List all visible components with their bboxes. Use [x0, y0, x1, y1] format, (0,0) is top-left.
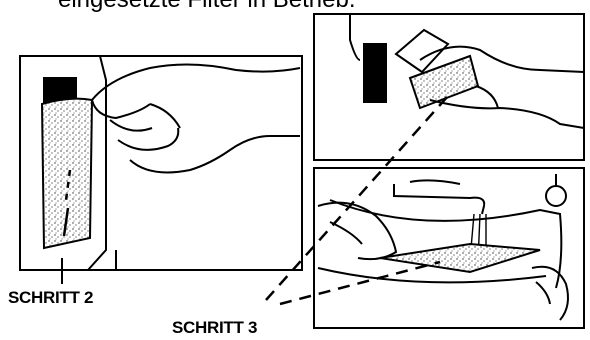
step3-label: SCHRITT 3	[172, 318, 257, 338]
step2-label: SCHRITT 2	[8, 288, 93, 308]
panel-step2	[20, 56, 302, 284]
hand-step3-bottom-right	[532, 267, 568, 320]
sink-basin	[330, 200, 561, 288]
panel-step3-top	[314, 14, 584, 160]
hand-step3-bottom-left	[318, 203, 396, 259]
filter-element	[42, 99, 92, 248]
step3-pointers	[266, 96, 448, 304]
hand-step2	[92, 64, 300, 100]
panel-step3-bottom	[314, 168, 584, 328]
faucet	[394, 184, 484, 214]
